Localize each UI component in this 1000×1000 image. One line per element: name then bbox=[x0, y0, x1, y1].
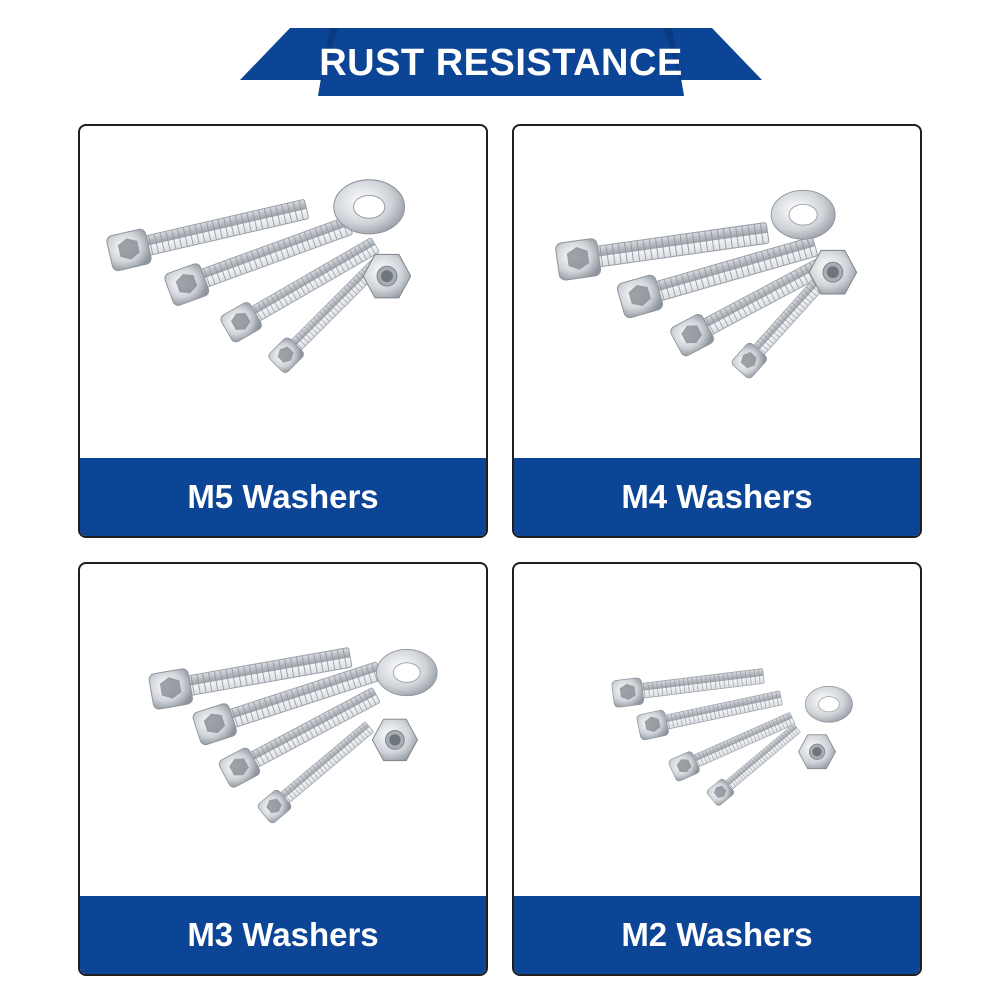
product-card-m5: M5 Washers bbox=[78, 124, 488, 538]
card-label-m4: M4 Washers bbox=[514, 458, 920, 536]
card-label-m5: M5 Washers bbox=[80, 458, 486, 536]
banner-title: RUST RESISTANCE bbox=[319, 41, 683, 84]
product-card-m4: M4 Washers bbox=[512, 124, 922, 538]
screws-washers-nuts-photo bbox=[514, 564, 920, 896]
product-card-m3: M3 Washers bbox=[78, 562, 488, 976]
product-card-m2: M2 Washers bbox=[512, 562, 922, 976]
screws-washers-nuts-photo bbox=[514, 126, 920, 458]
title-banner: RUST RESISTANCE bbox=[240, 28, 762, 96]
card-label-m2: M2 Washers bbox=[514, 896, 920, 974]
screws-washers-nuts-photo bbox=[80, 126, 486, 458]
banner-shape bbox=[240, 28, 762, 96]
screws-washers-nuts-photo bbox=[80, 564, 486, 896]
card-label-m3: M3 Washers bbox=[80, 896, 486, 974]
